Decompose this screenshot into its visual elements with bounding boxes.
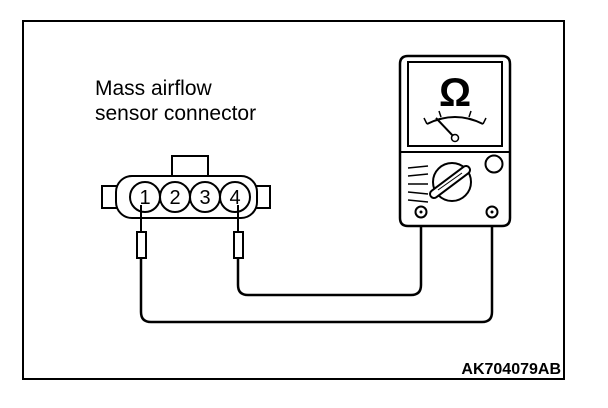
range-markings bbox=[407, 165, 429, 203]
connector-title-line2: sensor connector bbox=[95, 102, 256, 125]
connector-latch bbox=[171, 155, 209, 176]
pin-cavity-4 bbox=[219, 181, 251, 213]
test-lead-pin4-to-meter bbox=[236, 212, 423, 297]
range-selector-dial bbox=[429, 162, 472, 202]
mass-airflow-sensor-connector: 1 2 3 4 bbox=[101, 155, 271, 219]
pin-label-2: 2 bbox=[169, 187, 180, 209]
ohm-symbol-icon: Ω bbox=[439, 71, 471, 115]
meter-needle bbox=[435, 117, 456, 139]
needle-pivot bbox=[450, 133, 460, 143]
test-lead-pin1-to-meter bbox=[139, 212, 494, 324]
zero-adjust-knob bbox=[484, 154, 504, 174]
connector-title-line1: Mass airflow bbox=[95, 77, 213, 100]
figure-code: AK704079AB bbox=[461, 361, 561, 378]
ohmmeter: Ω bbox=[398, 54, 512, 228]
pin-label-4: 4 bbox=[229, 187, 240, 209]
pin-label-1: 1 bbox=[139, 187, 150, 209]
meter-display bbox=[407, 61, 503, 147]
meter-scale-arc bbox=[426, 116, 484, 125]
pin-label-3: 3 bbox=[199, 187, 210, 209]
figure-frame bbox=[22, 20, 565, 380]
